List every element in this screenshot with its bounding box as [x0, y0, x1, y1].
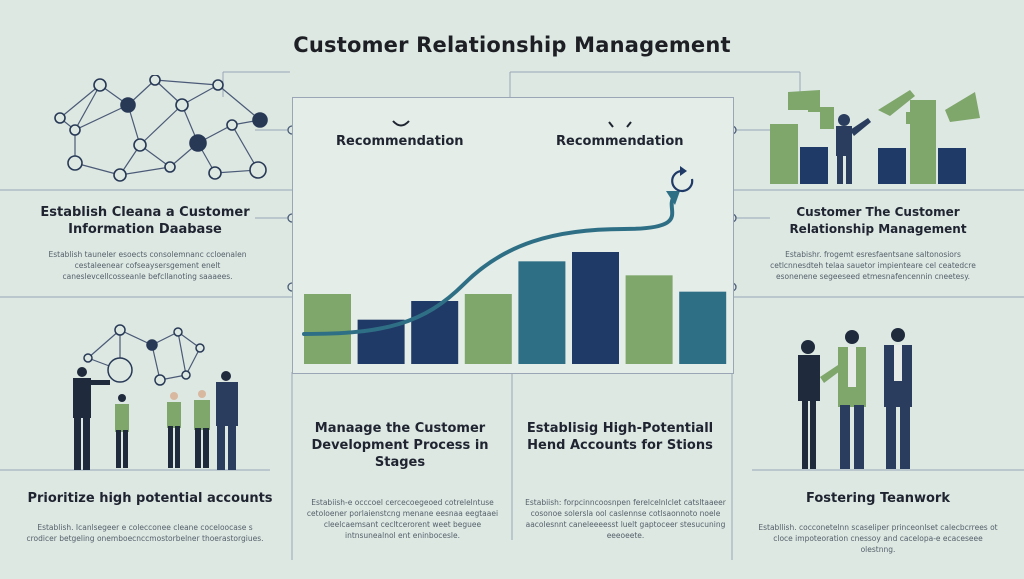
chart-bar-6 [572, 252, 619, 364]
section-heading-teamwork: Fostering Teanwork [806, 491, 950, 506]
trend-arrowhead [666, 191, 680, 205]
chart-label-right: Recommendation [556, 134, 684, 149]
section-heading-database: Establish Cleana a Customer Information … [40, 205, 250, 237]
refresh-icon [671, 166, 694, 193]
section-heading-stages: Manaage the Customer Development Process… [311, 421, 489, 470]
chart-bar-8 [679, 291, 727, 364]
team-network-illustration [73, 324, 238, 470]
chart-bar-1 [304, 294, 351, 364]
smile-icon [392, 120, 410, 127]
chart-bar-4 [464, 294, 512, 364]
trend-line [302, 195, 676, 336]
bar-chart [302, 166, 727, 364]
section-body-crm: Estabishr. frogemt esresfaentsane salton… [770, 250, 976, 281]
growth-team-illustration [770, 90, 980, 184]
section-body-prioritize: Establish. Icanlsegeer e colecconee clea… [26, 523, 264, 543]
section-heading-high-potential: Establisig High-Potentiall Hend Accounts… [526, 421, 714, 453]
frown-icon [608, 121, 632, 128]
section-body-database: Establish tauneler esoects consolemnanc … [48, 250, 247, 281]
chart-bar-3 [411, 301, 459, 364]
teamwork-illustration [798, 328, 912, 469]
network-illustration [54, 75, 268, 182]
section-body-stages: Estabiish-e occcoel cercecoegeoed cotrel… [306, 498, 499, 540]
section-body-high-potential: Estabiish: forpcinncoosnpen ferelcelnlcl… [525, 498, 726, 540]
section-body-teamwork: Establlish. cocconetelnn scaseliper prin… [758, 523, 998, 554]
chart-bar-7 [625, 275, 673, 364]
chart-label-left: Recommendation [336, 134, 464, 149]
section-heading-crm: Customer The Customer Relationship Manag… [789, 205, 967, 236]
page-title: Customer Relationship Management [293, 33, 731, 57]
section-heading-prioritize: Prioritize high potential accounts [27, 491, 273, 506]
chart-bar-5 [518, 261, 566, 364]
